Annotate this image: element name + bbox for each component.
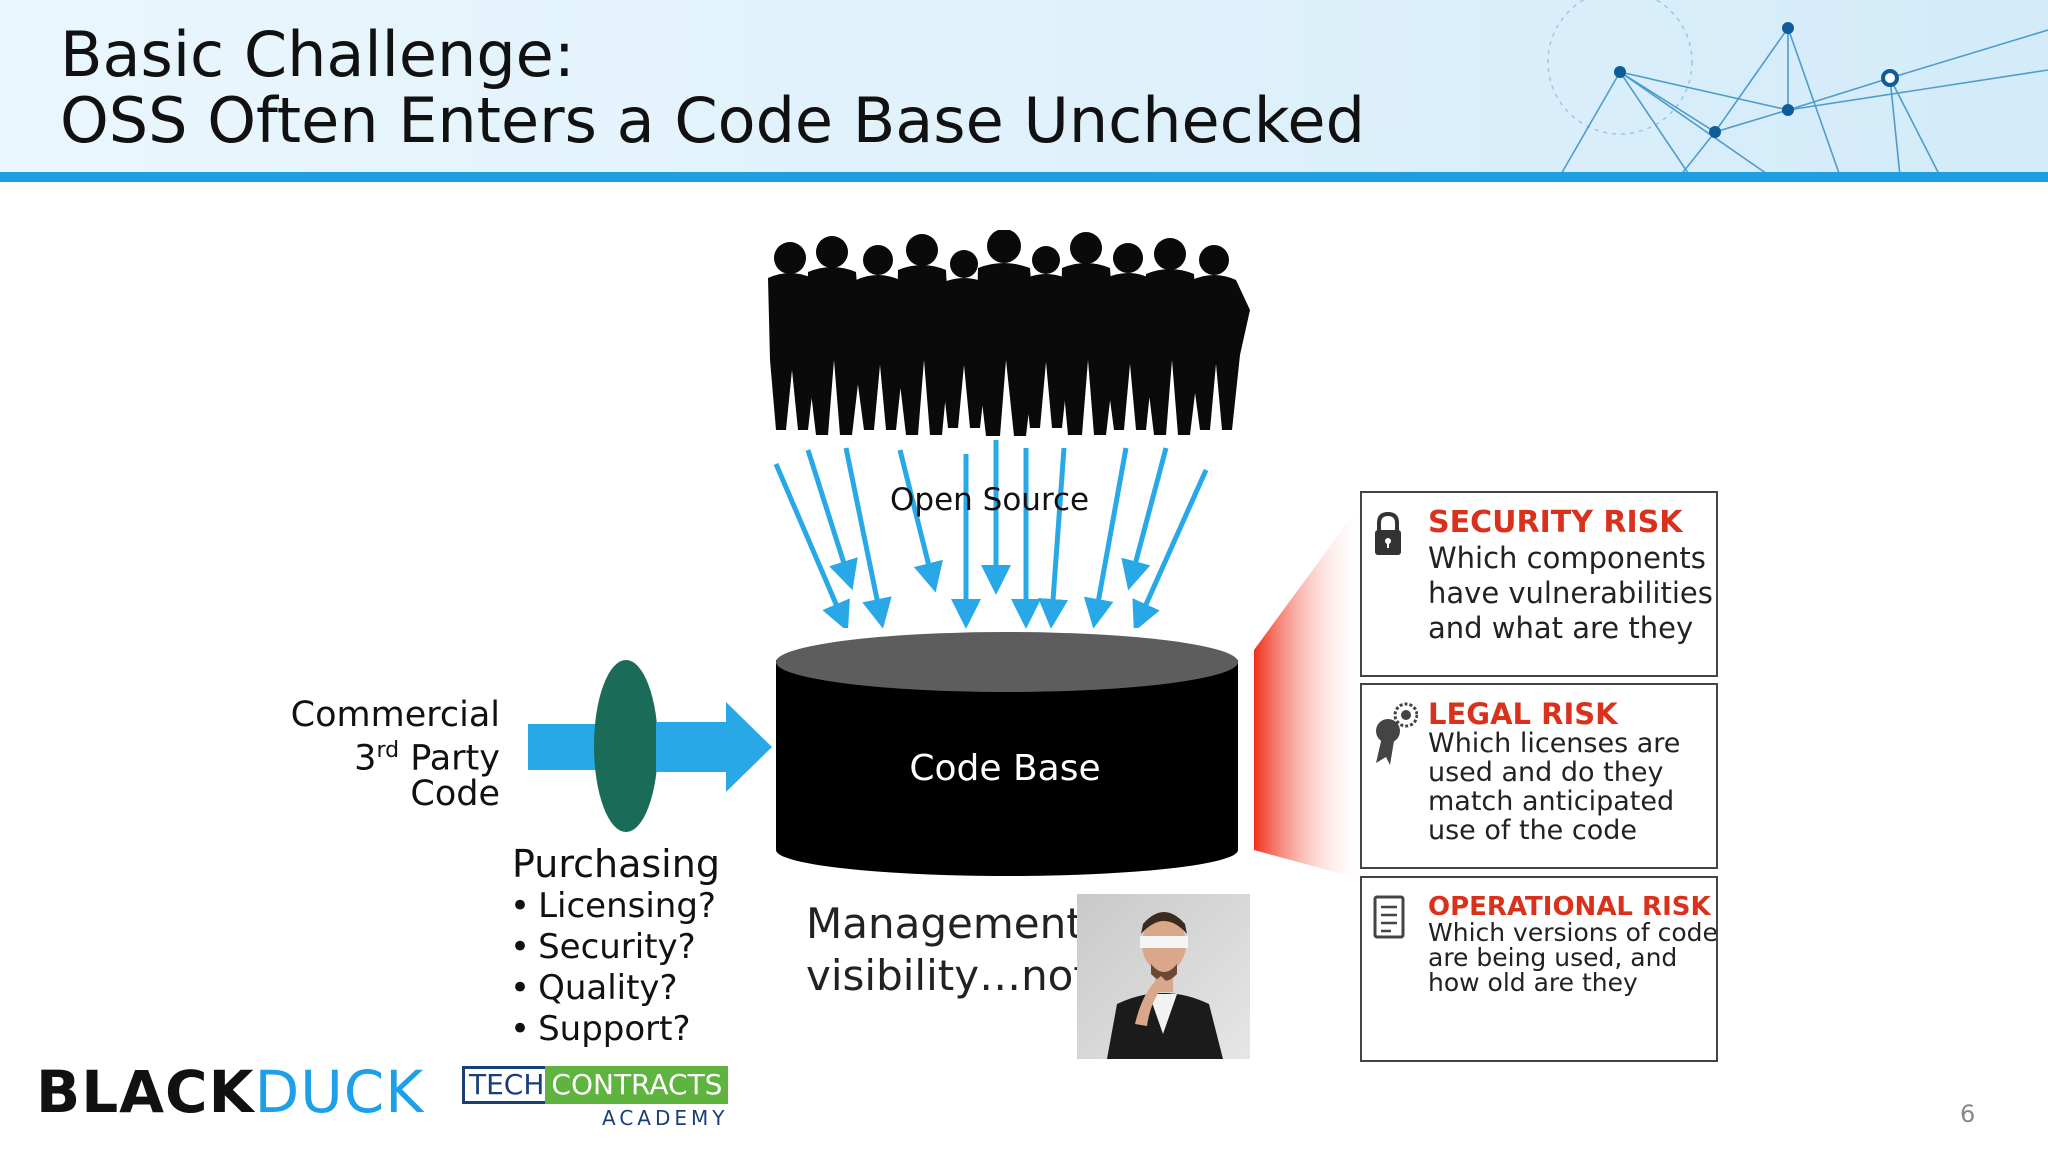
header-banner [0, 0, 2048, 176]
operational-risk-box: OPERATIONAL RISK Which versions of code … [1360, 876, 1718, 1062]
crowd-silhouette [768, 230, 1250, 436]
blackduck-logo: BLACKDUCK [36, 1058, 424, 1126]
purchasing-item: Quality? [510, 968, 716, 1009]
security-risk-box: SECURITY RISK Which components have vuln… [1360, 491, 1718, 677]
logo-black-text: BLACK [36, 1058, 255, 1126]
risk-title: OPERATIONAL RISK [1428, 892, 1711, 922]
header-divider [0, 172, 2048, 182]
purchasing-item: Licensing? [510, 886, 716, 927]
logo-duck-text: DUCK [254, 1058, 425, 1126]
commercial-label: Commercial 3rd Party Code [240, 698, 500, 812]
risk-title: SECURITY RISK [1428, 505, 1683, 540]
blindfolded-manager-photo [1077, 894, 1250, 1059]
commercial-line-2: 3rd Party [354, 738, 500, 779]
logo-tech-text: TECH [462, 1066, 552, 1104]
code-base-cylinder [776, 632, 1238, 876]
document-list-icon [1373, 895, 1405, 939]
commercial-flow-arrow [528, 660, 772, 832]
open-source-arrows [773, 440, 1209, 628]
legal-risk-box: LEGAL RISK Which licenses are used and d… [1360, 683, 1718, 869]
slide-number: 6 [1960, 1100, 1976, 1128]
purchasing-list: Licensing? Security? Quality? Support? [510, 886, 716, 1050]
logo-academy-text: ACADEMY [602, 1106, 729, 1130]
lock-icon [1375, 511, 1401, 555]
commercial-line-3: Code [410, 773, 500, 814]
purchasing-title: Purchasing [512, 842, 720, 886]
slide-title: Basic Challenge: OSS Often Enters a Code… [60, 22, 1365, 154]
purchasing-item: Security? [510, 927, 716, 968]
risk-title: LEGAL RISK [1428, 697, 1618, 731]
risk-description: Which versions of code are being used, a… [1428, 918, 1718, 997]
commercial-line-1: Commercial [290, 695, 500, 735]
code-base-label: Code Base [909, 748, 1101, 789]
title-line-2: OSS Often Enters a Code Base Unchecked [60, 84, 1365, 157]
title-line-1: Basic Challenge: [60, 18, 575, 91]
network-decoration [1547, 0, 2048, 176]
purchasing-item: Support? [510, 1009, 716, 1050]
logo-contracts-text: CONTRACTS [545, 1066, 729, 1104]
risk-fan-highlight [1254, 500, 1364, 880]
open-source-label: Open Source [890, 482, 1090, 518]
award-ribbon-icon [1376, 702, 1418, 765]
risk-description: Which components have vulnerabilities an… [1428, 541, 1713, 645]
risk-description: Which licenses are used and do they matc… [1428, 728, 1681, 846]
management-visibility-text: Management visibility…not! [806, 899, 1107, 1000]
